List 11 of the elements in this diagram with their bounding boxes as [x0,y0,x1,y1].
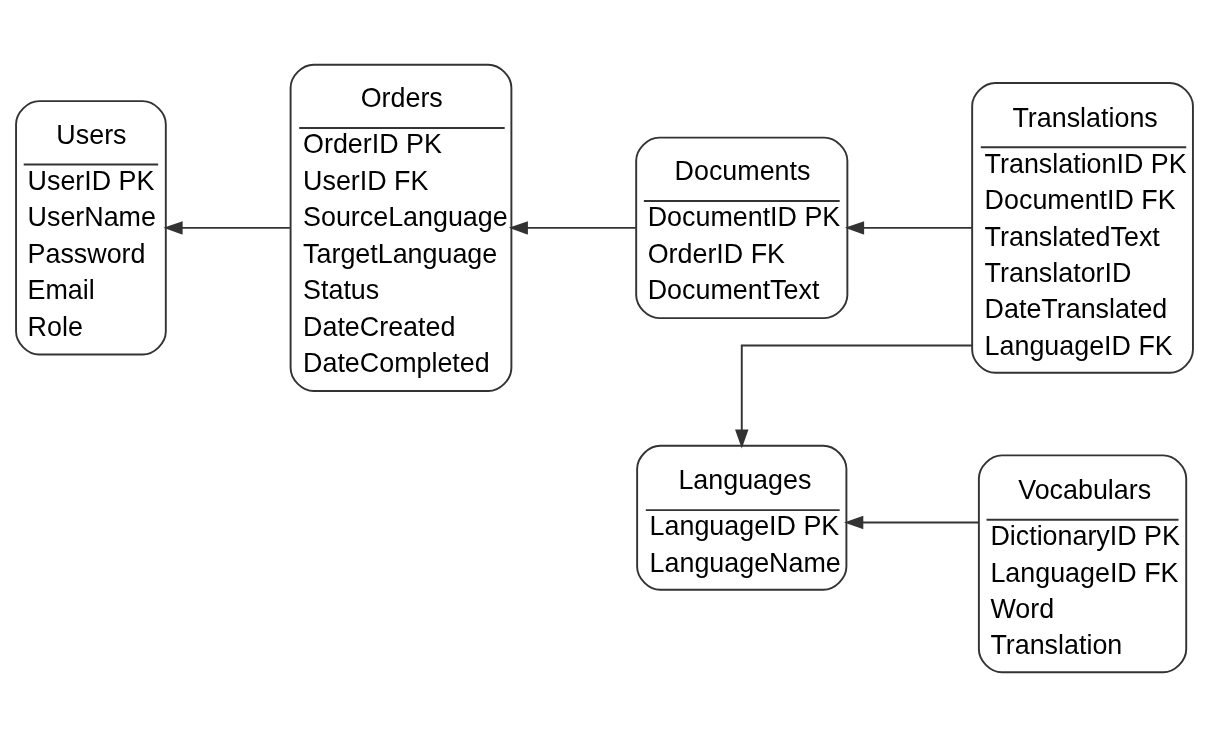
node-box: Translations TranslationID PK DocumentID FK TranslatedText TranslatorID DateTranslated LanguageID FK [971,81,1194,374]
arrow [163,221,291,235]
arrow [844,515,980,530]
node-box: Users UserID PK UserName Password Email Role [15,100,167,356]
arrow [508,221,637,235]
node-box: Languages LanguageID PK LanguageName [636,444,848,591]
arrow [844,221,973,235]
node-box: Orders OrderID PK UserID FK SourceLanguage TargetLanguage Status DateCreated DateCompleted [289,63,513,392]
node-box: Vocabulars DictionaryID PK LanguageID FK Word Translation [977,454,1188,674]
arrow [735,344,973,449]
node-box: Documents DocumentID PK OrderID FK DocumentText [635,136,849,320]
